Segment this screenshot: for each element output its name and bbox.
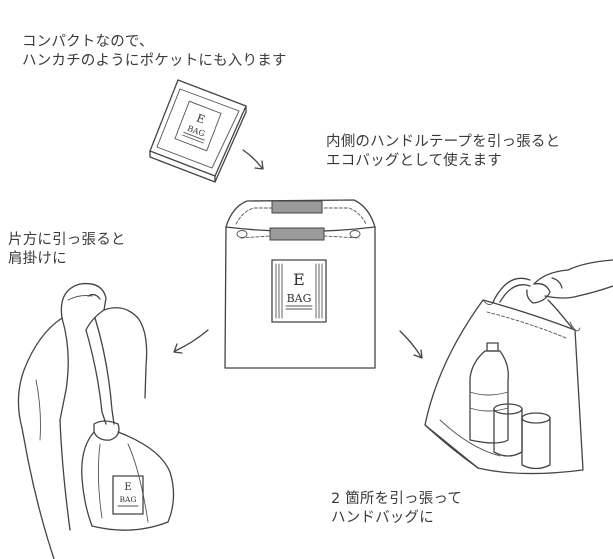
shoulder-logo-letter: E xyxy=(124,482,131,493)
pouch-logo-letter: E xyxy=(195,111,207,126)
pouch-logo-word: BAG xyxy=(186,124,206,139)
arrow-down-right xyxy=(242,149,264,170)
handbag-figure xyxy=(424,259,613,475)
caption-compact: コンパクトなので、 ハンカチのようにポケットにも入ります xyxy=(22,33,287,71)
folded-pouch: E BAG xyxy=(149,79,247,183)
eco-logo-letter: E xyxy=(293,270,305,289)
can-icon-2 xyxy=(521,412,551,470)
caption-handbag: 2 箇所を引っ張って ハンドバッグに xyxy=(331,490,462,528)
caption-eco-bag: 内側のハンドルテープを引っ張ると エコバッグとして使えます xyxy=(326,133,560,171)
eco-bag-label: E BAG xyxy=(271,259,327,323)
caption-eco-line-2: エコバッグとして使えます xyxy=(326,153,502,169)
shoulder-bag-label: E BAG xyxy=(112,475,144,515)
handle-tape-bottom xyxy=(269,227,325,241)
caption-handbag-line-1: 2 箇所を引っ張って xyxy=(331,491,463,507)
shoulder-bag-figure: E BAG xyxy=(17,282,175,559)
arrow-down-left xyxy=(173,329,209,354)
eco-logo-word: BAG xyxy=(287,292,312,305)
caption-eco-line-1: 内側のハンドルテープを引っ張ると xyxy=(326,134,561,150)
caption-shoulder-line-2: 肩掛けに xyxy=(8,251,67,267)
caption-compact-line-2: ハンカチのようにポケットにも入ります xyxy=(22,53,287,69)
caption-shoulder: 片方に引っ張ると 肩掛けに xyxy=(8,231,126,269)
caption-shoulder-line-1: 片方に引っ張ると xyxy=(8,232,126,248)
eco-bag: E BAG xyxy=(224,199,376,369)
caption-handbag-line-2: ハンドバッグに xyxy=(331,510,434,526)
pouch-label: E BAG xyxy=(174,100,222,152)
caption-compact-line-1: コンパクトなので、 xyxy=(22,34,154,50)
arrow-down-right-2 xyxy=(399,330,423,359)
bottle-icon xyxy=(469,342,509,444)
handle-tape-top xyxy=(271,200,323,214)
shoulder-logo-word: BAG xyxy=(120,495,137,504)
